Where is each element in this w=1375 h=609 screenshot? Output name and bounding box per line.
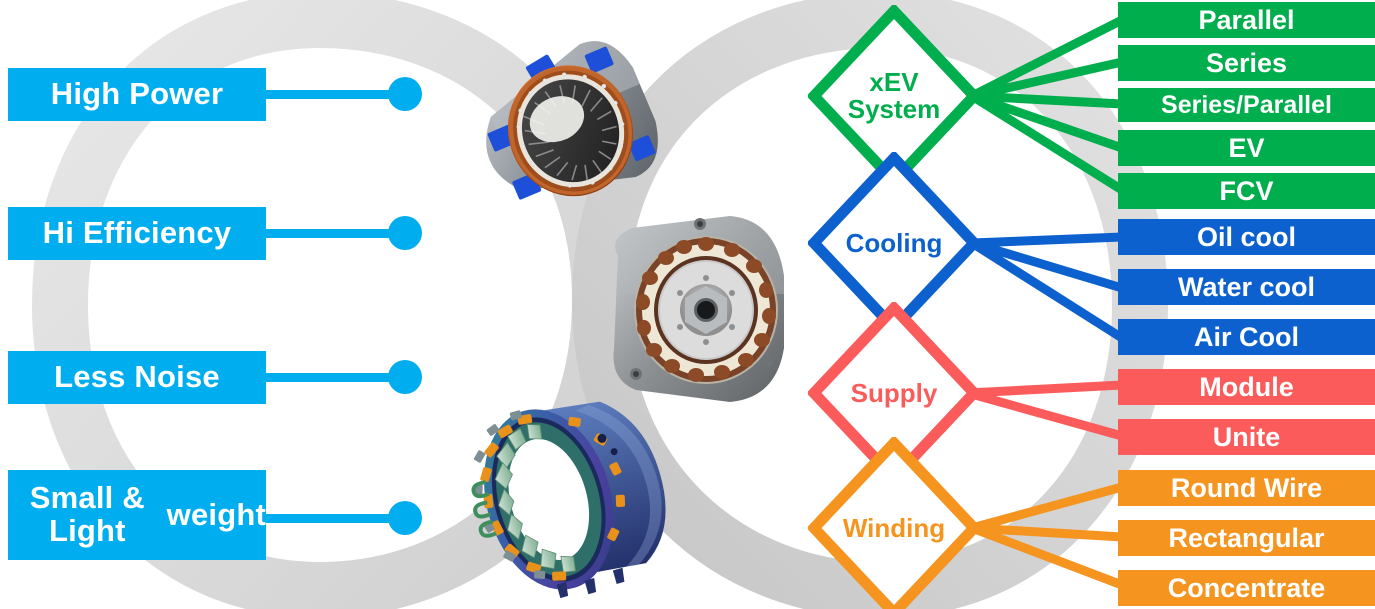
option-bar-rectangular[interactable]: Rectangular <box>1118 520 1375 556</box>
benefit-label: Less Noise <box>54 359 220 395</box>
option-bar-oil-cool[interactable]: Oil cool <box>1118 219 1375 255</box>
category-label-line1: xEV <box>869 67 919 98</box>
benefit-label-line2: weight <box>166 496 266 532</box>
option-bar-water-cool[interactable]: Water cool <box>1118 269 1375 305</box>
option-bar-parallel[interactable]: Parallel <box>1118 2 1375 38</box>
option-label: Series <box>1205 47 1288 78</box>
option-label: FCV <box>1219 175 1274 206</box>
connector-dot-1 <box>388 77 422 111</box>
connector-line-3 <box>258 373 418 382</box>
category-label-line1: Winding <box>842 512 946 543</box>
option-label: Water cool <box>1177 271 1316 302</box>
option-label: Series/Parallel <box>1161 90 1332 119</box>
connector-dot-3 <box>388 360 422 394</box>
option-bar-concentrate[interactable]: Concentrate <box>1118 570 1375 606</box>
option-bar-ev[interactable]: EV <box>1118 130 1375 166</box>
option-label: Unite <box>1212 421 1281 452</box>
category-label-line1: Cooling <box>845 227 943 258</box>
option-bar-air-cool[interactable]: Air Cool <box>1118 319 1375 355</box>
benefit-label-line1: Small & Light <box>29 480 145 548</box>
motor-assembly-photo <box>613 216 784 402</box>
option-bar-unite[interactable]: Unite <box>1118 419 1375 455</box>
segment-core-stator-photo <box>471 401 666 599</box>
category-label-line2: System <box>847 94 941 124</box>
option-label: Concentrate <box>1167 572 1326 603</box>
benefit-chip-small-light-weight[interactable]: Small & Light weight <box>8 470 266 560</box>
option-label: Module <box>1199 371 1294 402</box>
option-bar-fcv[interactable]: FCV <box>1118 173 1375 209</box>
connector-dot-4 <box>388 501 422 535</box>
option-label: Round Wire <box>1170 472 1323 503</box>
benefit-chip-hi-efficiency[interactable]: Hi Efficiency <box>8 207 266 260</box>
category-label-line1: Supply <box>850 377 938 408</box>
option-label: EV <box>1228 132 1265 163</box>
connector-dot-2 <box>388 216 422 250</box>
option-label: Rectangular <box>1168 522 1325 553</box>
hairpin-stator-photo <box>486 41 658 200</box>
option-bar-round-wire[interactable]: Round Wire <box>1118 470 1375 506</box>
connector-line-2 <box>258 229 418 238</box>
benefit-label: Hi Efficiency <box>42 215 232 251</box>
option-bar-series[interactable]: Series <box>1118 45 1375 81</box>
option-bar-module[interactable]: Module <box>1118 369 1375 405</box>
option-label: Air Cool <box>1194 321 1299 352</box>
option-label: Parallel <box>1198 4 1295 35</box>
benefit-chip-less-noise[interactable]: Less Noise <box>8 351 266 404</box>
option-bar-series-parallel[interactable]: Series/Parallel <box>1118 88 1375 122</box>
benefit-chip-high-power[interactable]: High Power <box>8 68 266 121</box>
benefit-label: High Power <box>50 76 224 112</box>
connector-line-4 <box>258 514 418 523</box>
category-diamond-winding[interactable]: Winding <box>808 437 980 609</box>
option-label: Oil cool <box>1196 221 1296 252</box>
connector-line-1 <box>258 90 418 99</box>
